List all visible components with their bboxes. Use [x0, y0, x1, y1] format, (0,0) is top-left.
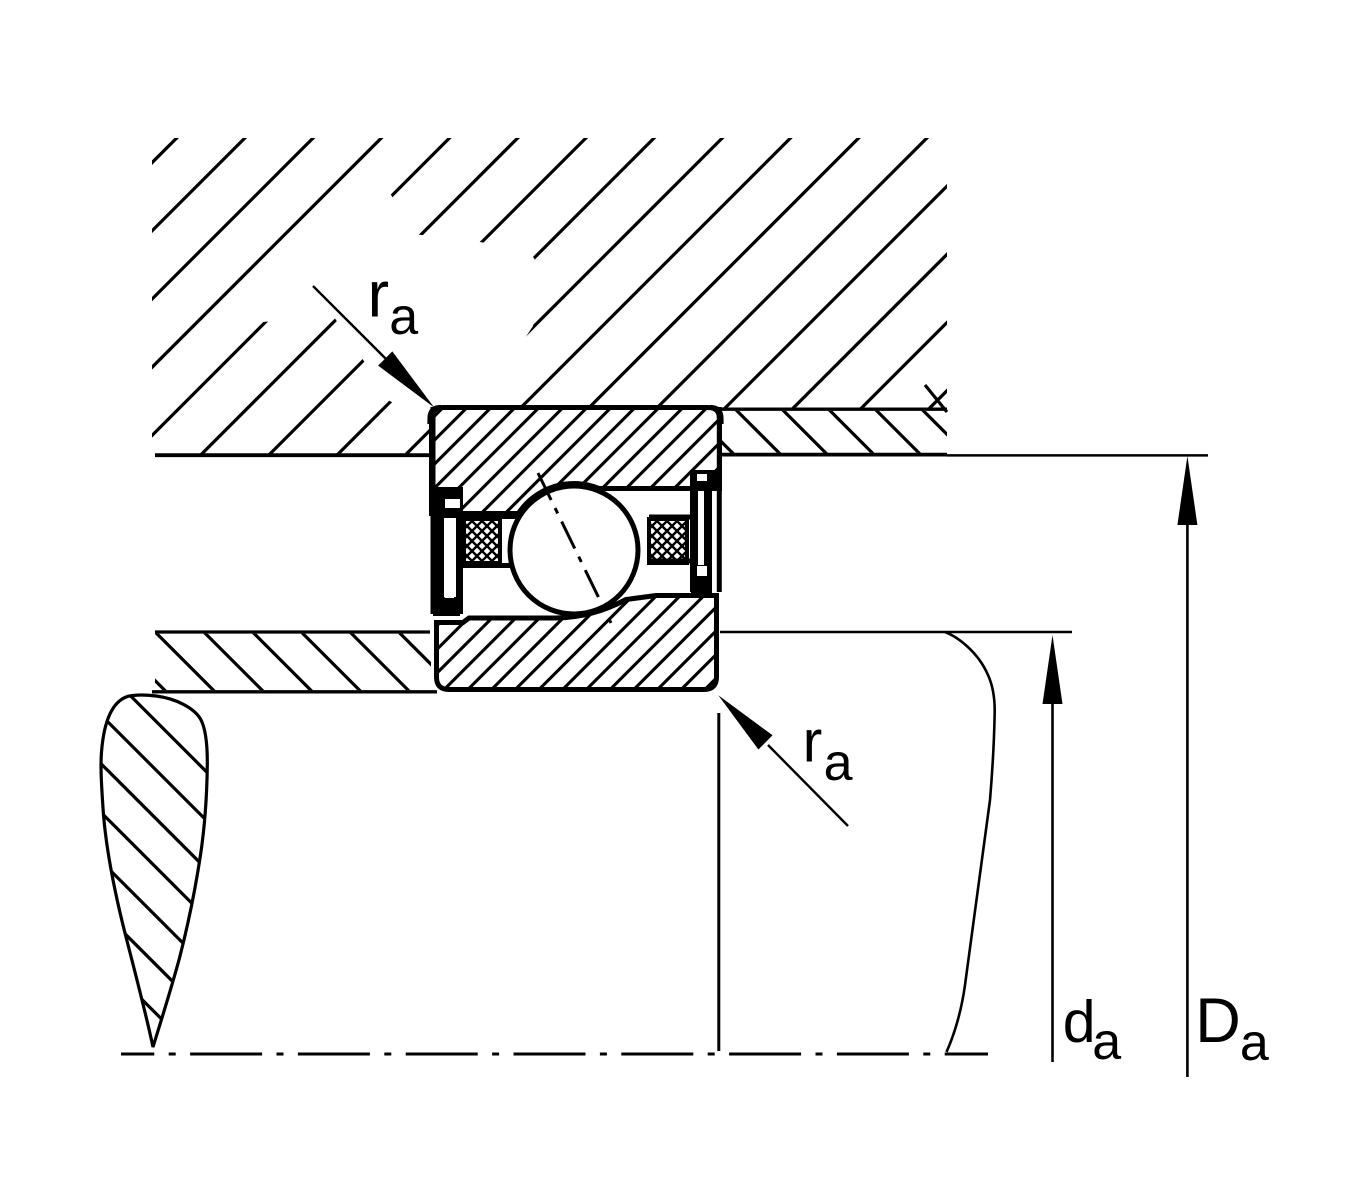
- svg-text:d: d: [1063, 989, 1096, 1055]
- svg-text:a: a: [1240, 1014, 1269, 1072]
- svg-text:a: a: [389, 288, 418, 346]
- svg-text:a: a: [824, 734, 853, 792]
- svg-text:D: D: [1195, 986, 1241, 1056]
- svg-text:r: r: [368, 258, 390, 331]
- svg-text:r: r: [803, 709, 823, 775]
- svg-text:a: a: [1092, 1013, 1121, 1071]
